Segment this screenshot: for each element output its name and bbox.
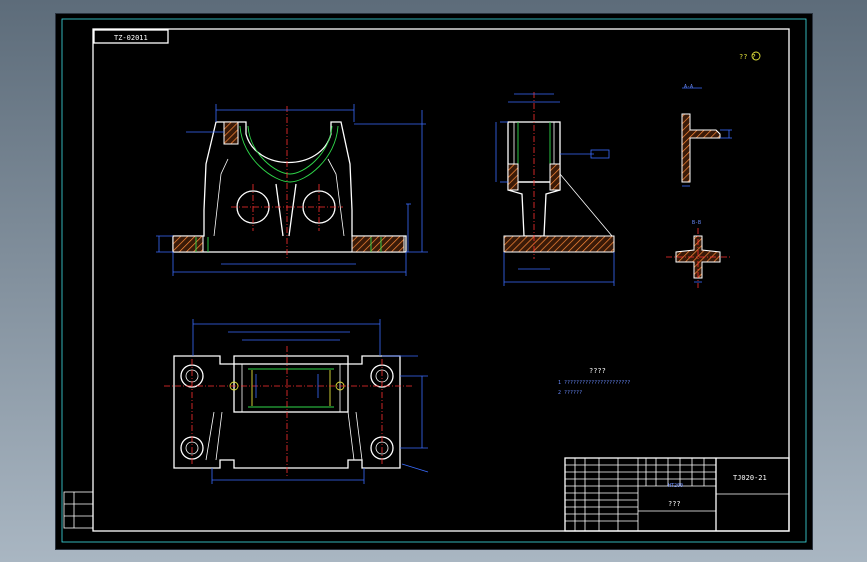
section-a: A-A: [681, 84, 732, 187]
front-view: [156, 104, 428, 276]
title-block: HT200 ??? TJ020-21: [564, 457, 790, 532]
roughness-symbol: [751, 51, 761, 61]
cad-viewport[interactable]: TZ-02011 ?? ?: [56, 14, 812, 549]
section-a-label: A-A: [684, 84, 693, 90]
side-view: [495, 92, 615, 286]
code-box: [93, 29, 169, 44]
cad-drawing: TZ-02011 ?? ?: [61, 18, 807, 543]
notes-title: ????: [589, 367, 606, 375]
outer-border: [61, 18, 807, 543]
left-side-table: [63, 491, 94, 529]
drawing-number: TJ020-21: [733, 474, 767, 482]
note-2: 2 ??????: [558, 390, 582, 396]
inner-border: [92, 28, 790, 532]
corner-mark: ?? ?: [739, 53, 756, 61]
technical-notes: ???? 1 ?????????????????????? 2 ??????: [558, 367, 630, 396]
section-b: B-B: [666, 220, 732, 288]
code-box-label: TZ-02011: [114, 34, 148, 42]
material-label: HT200: [668, 483, 683, 489]
note-1: 1 ??????????????????????: [558, 380, 630, 386]
section-b-label: B-B: [692, 220, 701, 226]
title-name: ???: [668, 500, 681, 508]
top-view: [164, 319, 429, 484]
